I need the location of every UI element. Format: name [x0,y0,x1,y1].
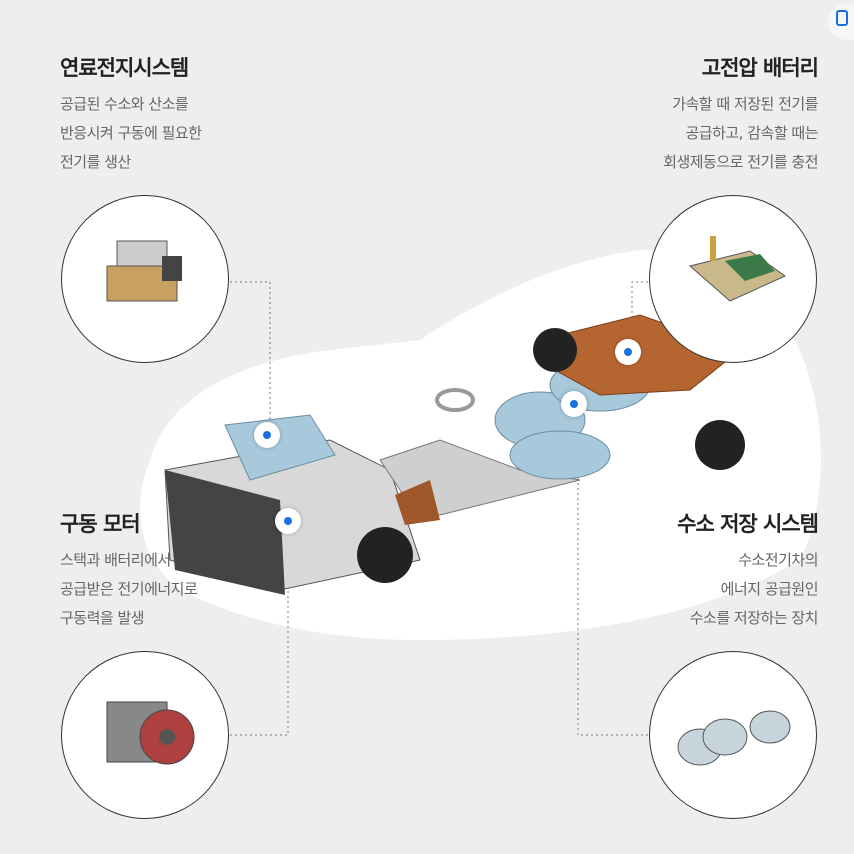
hydrogen-storage-image [649,651,817,819]
battery-description: 가속할 때 저장된 전기를 공급하고, 감속할 때는 회생제동으로 전기를 충전 [663,90,818,177]
desc-line: 에너지 공급원인 [720,580,819,598]
desc-line: 수소전기차의 [738,551,818,569]
widget-icon [836,10,848,26]
vehicle-chassis [164,314,745,595]
desc-line: 가속할 때 저장된 전기를 [672,95,818,113]
hydrogen-storage-title: 수소 저장 시스템 [677,512,819,536]
hotspot-hydrogen-tank[interactable] [561,391,587,417]
desc-line: 스택과 배터리에서 [60,551,171,569]
battery-image [649,195,817,363]
drive-motor-title: 구동 모터 [60,512,141,536]
hydrogen-storage-description: 수소전기차의 에너지 공급원인 수소를 저장하는 장치 [689,546,819,633]
hotspot-drive-motor[interactable] [275,508,301,534]
connector-lines [230,281,648,736]
desc-line: 회생제동으로 전기를 충전 [663,153,818,171]
drive-motor-description: 스택과 배터리에서 공급받은 전기에너지로 구동력을 발생 [60,546,198,633]
desc-line: 구동력을 발생 [60,609,145,627]
hotspot-battery[interactable] [615,339,641,365]
desc-line: 공급된 수소와 산소를 [60,95,189,113]
desc-line: 공급하고, 감속할 때는 [685,124,818,142]
fuel-cell-description: 공급된 수소와 산소를 반응시켜 구동에 필요한 전기를 생산 [60,90,202,177]
desc-line: 수소를 저장하는 장치 [689,609,819,627]
overlay-widget-button[interactable] [828,4,854,40]
desc-line: 공급받은 전기에너지로 [60,580,198,598]
fuel-cell-title: 연료전지시스템 [60,56,189,80]
hotspot-fuel-cell[interactable] [254,422,280,448]
desc-line: 반응시켜 구동에 필요한 [60,124,202,142]
battery-title: 고전압 배터리 [701,56,819,80]
fuel-cell-image [61,195,229,363]
drive-motor-image [61,651,229,819]
desc-line: 전기를 생산 [60,153,131,171]
